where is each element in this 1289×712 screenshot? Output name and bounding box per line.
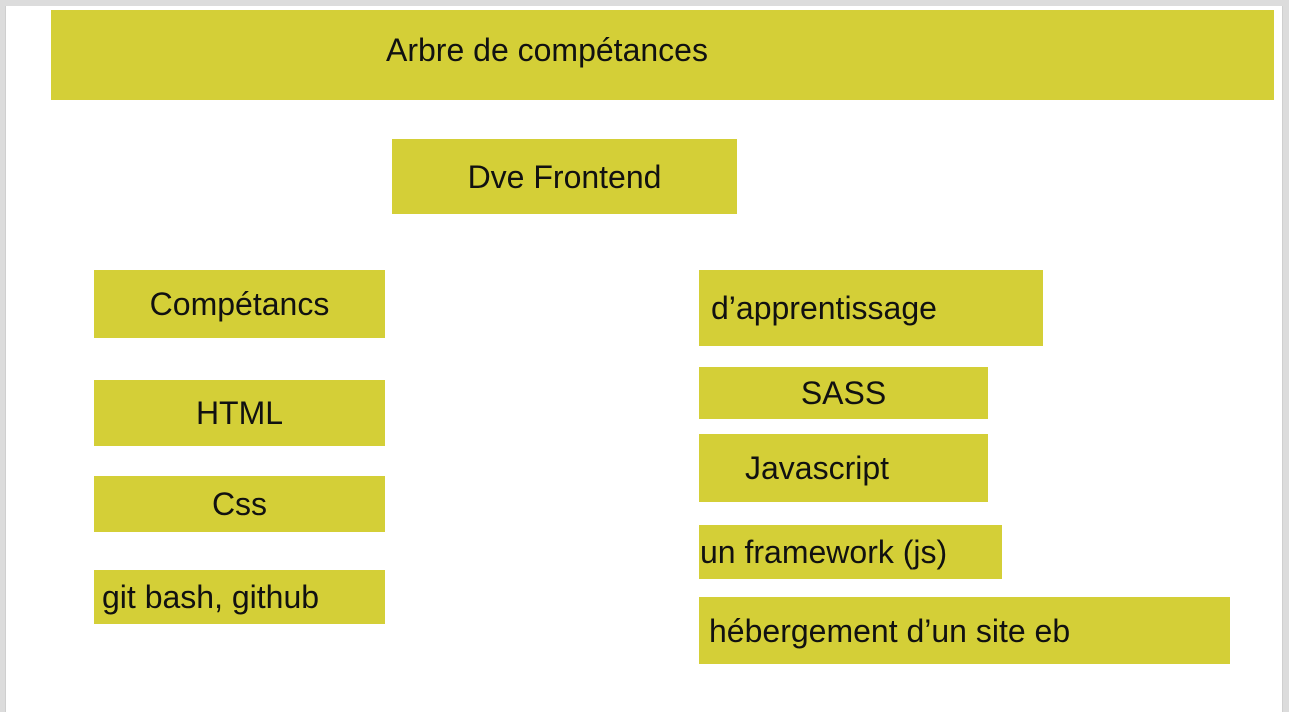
root-node: Dve Frontend [392,139,737,214]
right-item-label: SASS [800,375,887,411]
left-item-label: HTML [195,395,284,431]
root-node-label: Dve Frontend [467,158,662,195]
title-banner: Arbre de compétances [51,10,1274,100]
left-item-html: HTML [94,380,385,446]
left-item-label: git bash, github [102,579,320,615]
left-column-header-label: Compétancs [149,286,330,322]
right-item-hosting: hébergement d’un site eb [699,597,1230,664]
right-column-header-label: d’apprentissage [711,290,937,326]
right-column-header: d’apprentissage [699,270,1043,346]
left-item-label: Css [211,486,268,522]
right-item-framework: un framework (js) [699,525,1002,579]
left-column-header: Compétancs [94,270,385,338]
right-item-javascript: Javascript [699,434,988,502]
right-item-label: un framework (js) [700,534,948,570]
left-item-git: git bash, github [94,570,385,624]
left-item-css: Css [94,476,385,532]
right-item-label: hébergement d’un site eb [709,612,1071,649]
title-text: Arbre de compétances [386,32,708,68]
right-item-sass: SASS [699,367,988,419]
right-item-label: Javascript [745,450,890,486]
slide-canvas: Arbre de compétances Dve Frontend Compét… [5,6,1283,712]
